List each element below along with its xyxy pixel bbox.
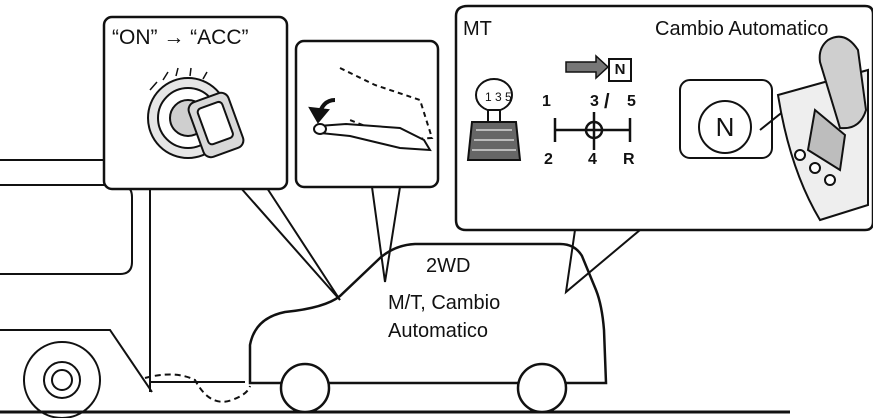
automatic-neutral-indicator: N <box>698 100 752 154</box>
manual-transmission-label: MT <box>463 18 492 40</box>
transmission-callout <box>454 4 873 232</box>
vehicle-transmission-label-line2: Automatico <box>388 320 489 342</box>
shift-pattern <box>553 112 632 150</box>
callout-tails <box>239 184 641 301</box>
parking-brake-callout <box>294 39 440 189</box>
vehicle-transmission-label-line1: M/T, Cambio <box>388 292 501 314</box>
tow-truck-wheel <box>23 341 101 418</box>
gear-r-label: R <box>623 151 635 168</box>
ignition-label: “ON” → “ACC” <box>112 26 249 49</box>
parking-brake-lever-icon <box>308 67 434 152</box>
gear-2-label: 2 <box>544 151 553 168</box>
gear-3-label: 3 <box>590 93 599 110</box>
neutral-box-label: N <box>608 58 632 82</box>
manual-shifter-icon: 1 3 5 <box>466 78 522 161</box>
drive-type-label: 2WD <box>426 255 471 277</box>
car-wheels <box>279 362 568 414</box>
gear-1-label: 1 <box>542 93 551 110</box>
automatic-transmission-label: Cambio Automatico <box>655 18 829 40</box>
tow-dolly <box>144 373 251 403</box>
ignition-key-icon <box>147 67 245 159</box>
shift-slash: / <box>604 91 610 113</box>
shift-arrow-icon <box>565 54 610 80</box>
towed-car <box>248 242 608 385</box>
gear-4-label: 4 <box>588 151 597 168</box>
automatic-shifter-icon <box>776 35 869 222</box>
svg-text:1 3 5: 1 3 5 <box>485 90 512 104</box>
gear-5-label: 5 <box>627 93 636 110</box>
tow-truck <box>0 159 245 393</box>
